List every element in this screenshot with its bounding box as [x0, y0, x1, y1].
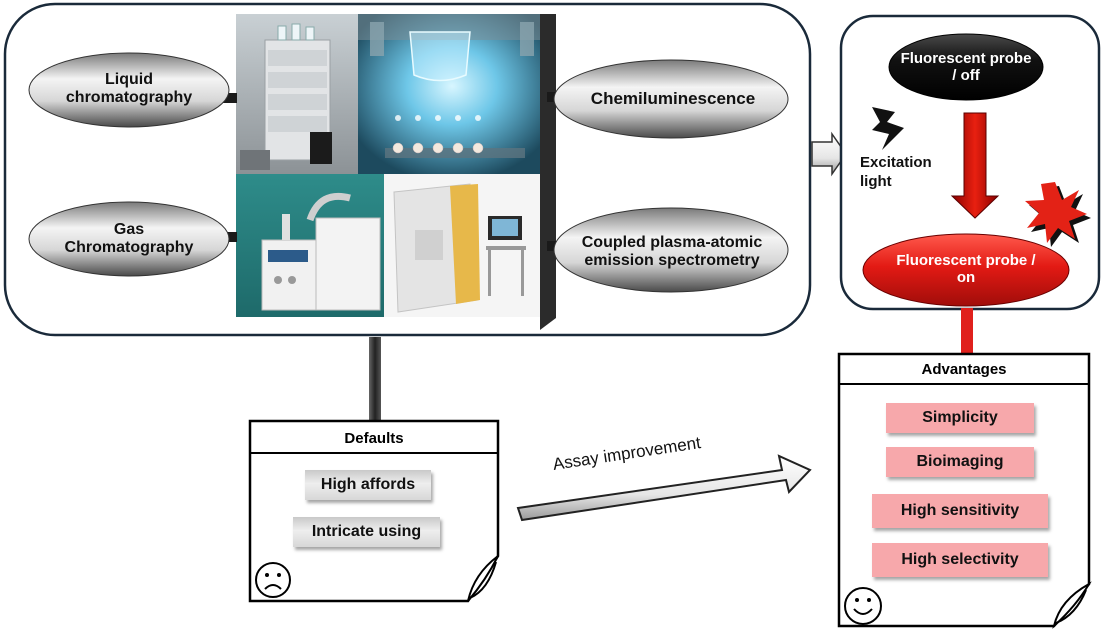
liquid-chromatography-ellipse — [28, 52, 230, 128]
defaults-item-intricate-using: Intricate using — [293, 517, 440, 547]
advantages-note — [837, 352, 1092, 629]
icp-label: Coupled plasma-atomic emission spectrome… — [581, 234, 763, 269]
defaults-title: Defaults — [344, 429, 404, 447]
probe-off-label: Fluorescent probe / off — [900, 50, 1032, 84]
advantage-high-selectivity: High selectivity — [872, 543, 1048, 577]
advantage-bioimaging: Bioimaging — [886, 447, 1034, 477]
advantage-simplicity: Simplicity — [886, 403, 1034, 433]
probe-on-label: Fluorescent probe / on — [896, 252, 1036, 286]
gas-chromatography-ellipse — [28, 201, 230, 277]
excitation-light-label: Excitation light — [860, 154, 932, 190]
instrument-photo-collage — [236, 14, 556, 330]
connector-arrow — [811, 131, 847, 177]
red-down-arrow — [950, 112, 1000, 219]
advantage-high-sensitivity: High sensitivity — [872, 494, 1048, 528]
liquid-chromatography-label: Liquid chromatography — [65, 71, 193, 106]
advantages-title: Advantages — [921, 361, 1007, 378]
defaults-note — [248, 419, 500, 603]
assay-improvement-arrow — [516, 454, 812, 522]
chemiluminescence-label: Chemiluminescence — [590, 89, 756, 109]
smiley-face-icon — [844, 587, 882, 625]
lightning-bolt-icon — [872, 107, 904, 150]
gas-chromatography-label: Gas Chromatography — [64, 221, 194, 256]
probe-off-ellipse — [888, 33, 1044, 101]
defaults-item-high-affords: High affords — [305, 470, 431, 500]
sad-face-icon — [255, 562, 291, 598]
starburst-icon — [1025, 182, 1091, 247]
icp-ellipse — [553, 207, 789, 293]
probe-on-ellipse — [862, 233, 1070, 307]
chemiluminescence-ellipse — [553, 59, 789, 139]
